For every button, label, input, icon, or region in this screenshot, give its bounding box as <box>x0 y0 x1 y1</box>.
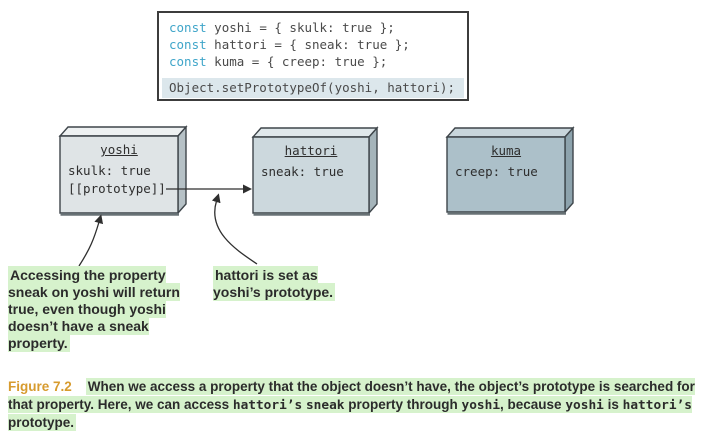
caption-seg: property through <box>344 396 462 412</box>
code-keyword: const <box>169 20 207 35</box>
code-line-3: const kuma = { creep: true }; <box>162 53 464 70</box>
object-box-kuma <box>445 126 575 215</box>
box-front-face <box>59 135 179 214</box>
caption-code-hattoris: hattori’s <box>622 397 692 413</box>
caption-seg: When we access a property that the objec… <box>8 379 695 412</box>
callout-arrow-left <box>78 214 104 267</box>
caption-code-hattoris: hattori’s <box>232 397 303 413</box>
caption-seg: prototype. <box>8 415 74 430</box>
box-front-face <box>252 136 370 214</box>
callout-left-text: Accessing the property sneak on yoshi wi… <box>8 266 180 352</box>
object-box-hattori <box>251 126 379 216</box>
box-top-face <box>251 127 379 138</box>
callout-arrow-right <box>211 193 258 265</box>
box-side-face <box>564 126 574 214</box>
code-highlighted-line: Object.setPrototypeOf(yoshi, hattori); <box>162 78 464 98</box>
callout-left: Accessing the property sneak on yoshi wi… <box>8 266 206 352</box>
code-text: yoshi = { skulk: true }; <box>206 20 395 35</box>
box-front-face <box>446 136 566 213</box>
caption-code-yoshi: yoshi <box>461 397 501 413</box>
callout-right: hattori is set as yoshi’s prototype. <box>213 266 355 301</box>
code-line-1: const yoshi = { skulk: true }; <box>162 19 464 36</box>
caption-seg: is <box>603 396 623 412</box>
caption-seg: , because <box>500 396 566 412</box>
caption-code-yoshi: yoshi <box>565 397 604 413</box>
box-top-face <box>58 126 188 137</box>
object-prop-prototype: [[prototype]] <box>68 181 166 196</box>
code-keyword: const <box>169 54 207 69</box>
object-prop-sneak: sneak: true <box>261 164 344 179</box>
figure-label: Figure 7.2 <box>8 379 72 394</box>
object-title-kuma: kuma <box>490 143 522 158</box>
object-title-hattori: hattori <box>284 143 338 158</box>
box-side-face <box>177 125 187 215</box>
box-top-face <box>445 127 575 138</box>
object-prop-skulk: skulk: true <box>68 163 151 178</box>
code-panel: const yoshi = { skulk: true }; const hat… <box>157 11 469 101</box>
object-box-yoshi <box>58 125 188 216</box>
object-prop-creep: creep: true <box>455 164 538 179</box>
callout-right-text: hattori is set as yoshi’s prototype. <box>213 266 336 301</box>
object-title-yoshi: yoshi <box>100 142 138 157</box>
code-text: kuma = { creep: true }; <box>206 54 388 69</box>
caption-code-sneak: sneak <box>305 397 345 413</box>
code-line-2: const hattori = { sneak: true }; <box>162 36 464 53</box>
box-side-face <box>368 126 378 215</box>
code-text: hattori = { sneak: true }; <box>206 37 410 52</box>
code-keyword: const <box>169 37 207 52</box>
caption-text: When we access a property that the objec… <box>8 378 695 431</box>
